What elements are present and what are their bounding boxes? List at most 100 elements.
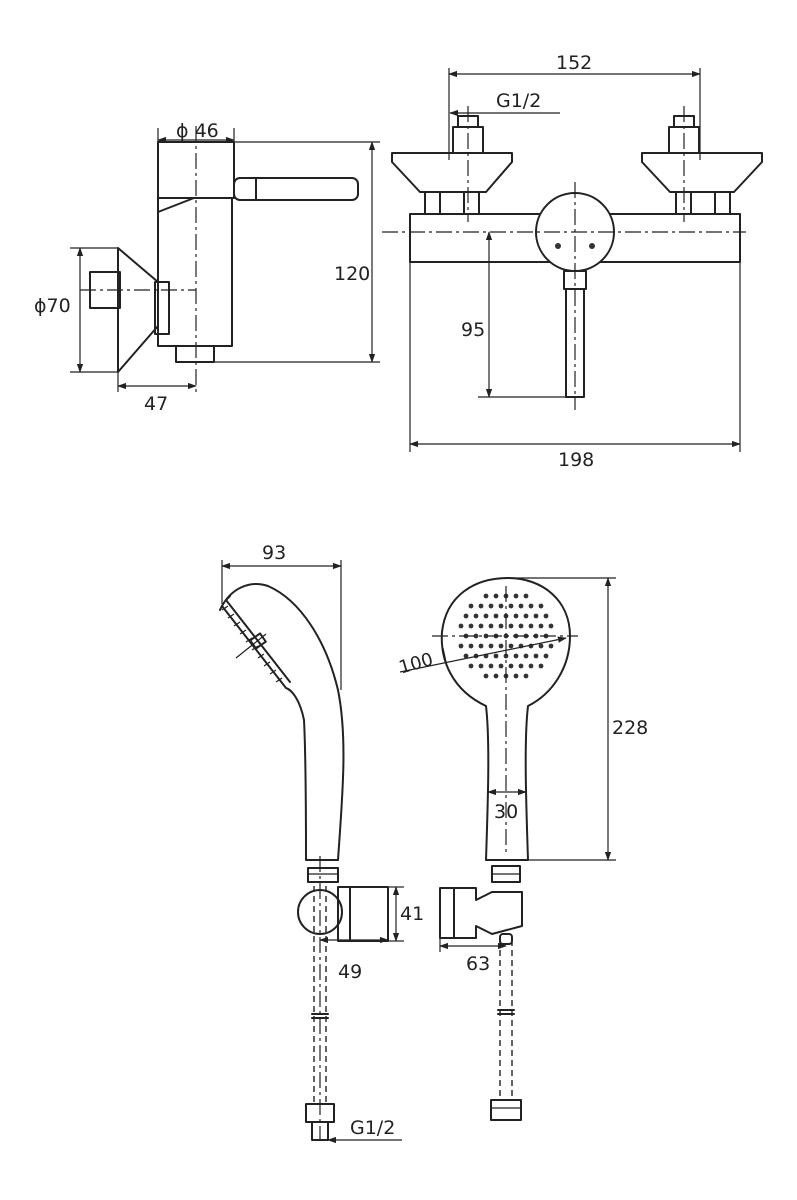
body-bevel bbox=[157, 197, 195, 213]
spray-nozzle-dot bbox=[523, 673, 529, 679]
dim-label-70: ϕ70 bbox=[34, 295, 71, 317]
spray-nozzle-dot bbox=[513, 653, 519, 659]
spray-nozzle-dot bbox=[508, 643, 514, 649]
dim-label-49: 49 bbox=[338, 961, 362, 983]
dim-label-46: ϕ 46 bbox=[176, 120, 219, 142]
dim-line-100 bbox=[399, 636, 567, 673]
left-union-nut bbox=[424, 191, 480, 215]
spray-nozzle-dot bbox=[523, 593, 529, 599]
spray-nozzle-dot bbox=[543, 653, 549, 659]
spray-nozzle-dot bbox=[513, 593, 519, 599]
outlet-pipe bbox=[565, 288, 585, 398]
spray-nozzle-dot bbox=[508, 603, 514, 609]
hose-nut-bottom bbox=[490, 1099, 522, 1121]
spray-nozzle-dot bbox=[478, 663, 484, 669]
spray-nozzle-dot bbox=[498, 643, 504, 649]
spray-nozzle-dot bbox=[468, 663, 474, 669]
spray-nozzle-dot bbox=[498, 603, 504, 609]
spray-nozzle-dot bbox=[483, 593, 489, 599]
dim-label-g12-bottom: G1/2 bbox=[350, 1117, 395, 1139]
spray-nozzle-dot bbox=[538, 643, 544, 649]
spray-nozzle-dot bbox=[533, 613, 539, 619]
spray-nozzle-dot bbox=[468, 643, 474, 649]
dim-label-30: 30 bbox=[494, 801, 518, 823]
spray-nozzle-dot bbox=[543, 613, 549, 619]
dim-label-41: 41 bbox=[400, 903, 424, 925]
indicator-dot bbox=[589, 243, 595, 249]
wall-escutcheon bbox=[117, 247, 159, 373]
spray-nozzle-dot bbox=[483, 613, 489, 619]
connector-nut bbox=[154, 281, 170, 335]
spray-nozzle-dot bbox=[478, 623, 484, 629]
spray-nozzle-dot bbox=[533, 653, 539, 659]
spray-nozzle-dot bbox=[488, 623, 494, 629]
spray-nozzle-dot bbox=[458, 643, 464, 649]
spray-nozzle-dot bbox=[468, 603, 474, 609]
mixer-lever bbox=[233, 177, 359, 201]
spray-nozzle-dot bbox=[458, 623, 464, 629]
wall-bracket-front bbox=[439, 887, 523, 939]
left-escutcheon bbox=[391, 152, 513, 193]
spray-nozzle-dot bbox=[473, 633, 479, 639]
spray-nozzle-dot bbox=[518, 623, 524, 629]
spray-nozzle-dot bbox=[498, 623, 504, 629]
spray-nozzle-dot bbox=[508, 623, 514, 629]
spray-nozzle-dot bbox=[548, 623, 554, 629]
spray-nozzle-dot bbox=[463, 653, 469, 659]
dim-label-120: 120 bbox=[334, 263, 370, 285]
dim-label-63: 63 bbox=[466, 953, 490, 975]
spray-nozzle-dot bbox=[493, 593, 499, 599]
dim-mark bbox=[442, 647, 447, 663]
spray-nozzle-dot bbox=[528, 603, 534, 609]
wall-bracket bbox=[337, 886, 389, 942]
handshower-front-outline bbox=[440, 577, 571, 861]
handshower-front-view: 100 228 30 63 bbox=[397, 577, 648, 1121]
spray-nozzle-dot bbox=[523, 653, 529, 659]
dim-label-152: 152 bbox=[556, 52, 592, 74]
spray-nozzle-dot bbox=[478, 603, 484, 609]
dim-label-47: 47 bbox=[144, 393, 168, 415]
dim-label-g12: G1/2 bbox=[496, 90, 541, 112]
bottom-outlet bbox=[175, 345, 215, 363]
spray-nozzle-dot bbox=[508, 663, 514, 669]
spray-nozzle-dot bbox=[483, 673, 489, 679]
spray-nozzle-dot bbox=[498, 663, 504, 669]
spray-nozzle-dot bbox=[513, 613, 519, 619]
hose bbox=[313, 886, 327, 1104]
spray-nozzle-dot bbox=[493, 673, 499, 679]
hose-end-cap bbox=[499, 933, 513, 945]
dim-label-95: 95 bbox=[461, 319, 485, 341]
hose-nut-top bbox=[307, 867, 339, 883]
spray-nozzle-dot bbox=[488, 603, 494, 609]
spray-nozzle-dot bbox=[528, 623, 534, 629]
handshower-side-view: 93 41 49 G1/2 bbox=[219, 542, 424, 1144]
dim-label-93: 93 bbox=[262, 542, 286, 564]
spray-nozzle-dot bbox=[493, 653, 499, 659]
spray-nozzle-dot bbox=[518, 603, 524, 609]
dim-label-228: 228 bbox=[612, 717, 648, 739]
spray-nozzle-dot bbox=[488, 643, 494, 649]
handshower-outline bbox=[221, 583, 345, 861]
center-mark bbox=[235, 633, 267, 659]
spray-nozzle-dot bbox=[518, 663, 524, 669]
mixer-front-view: 152 G1/2 95 198 bbox=[382, 52, 763, 471]
spray-nozzle-dot bbox=[493, 613, 499, 619]
dim-label-198: 198 bbox=[558, 449, 594, 471]
spray-nozzle-dot bbox=[538, 623, 544, 629]
dim-label-100: 100 bbox=[397, 649, 436, 679]
spray-nozzle-dot bbox=[513, 673, 519, 679]
spray-nozzle-dot bbox=[478, 643, 484, 649]
spray-nozzles bbox=[458, 593, 554, 679]
spray-nozzle-dot bbox=[538, 663, 544, 669]
hose bbox=[499, 940, 513, 1100]
right-escutcheon bbox=[641, 152, 763, 193]
spray-nozzle-dot bbox=[523, 613, 529, 619]
indicator-dot bbox=[555, 243, 561, 249]
spray-nozzle-dot bbox=[473, 613, 479, 619]
spray-nozzle-dot bbox=[488, 663, 494, 669]
spray-nozzle-dot bbox=[528, 663, 534, 669]
spray-nozzle-dot bbox=[548, 643, 554, 649]
spray-nozzle-dot bbox=[468, 623, 474, 629]
spray-nozzle-dot bbox=[538, 603, 544, 609]
